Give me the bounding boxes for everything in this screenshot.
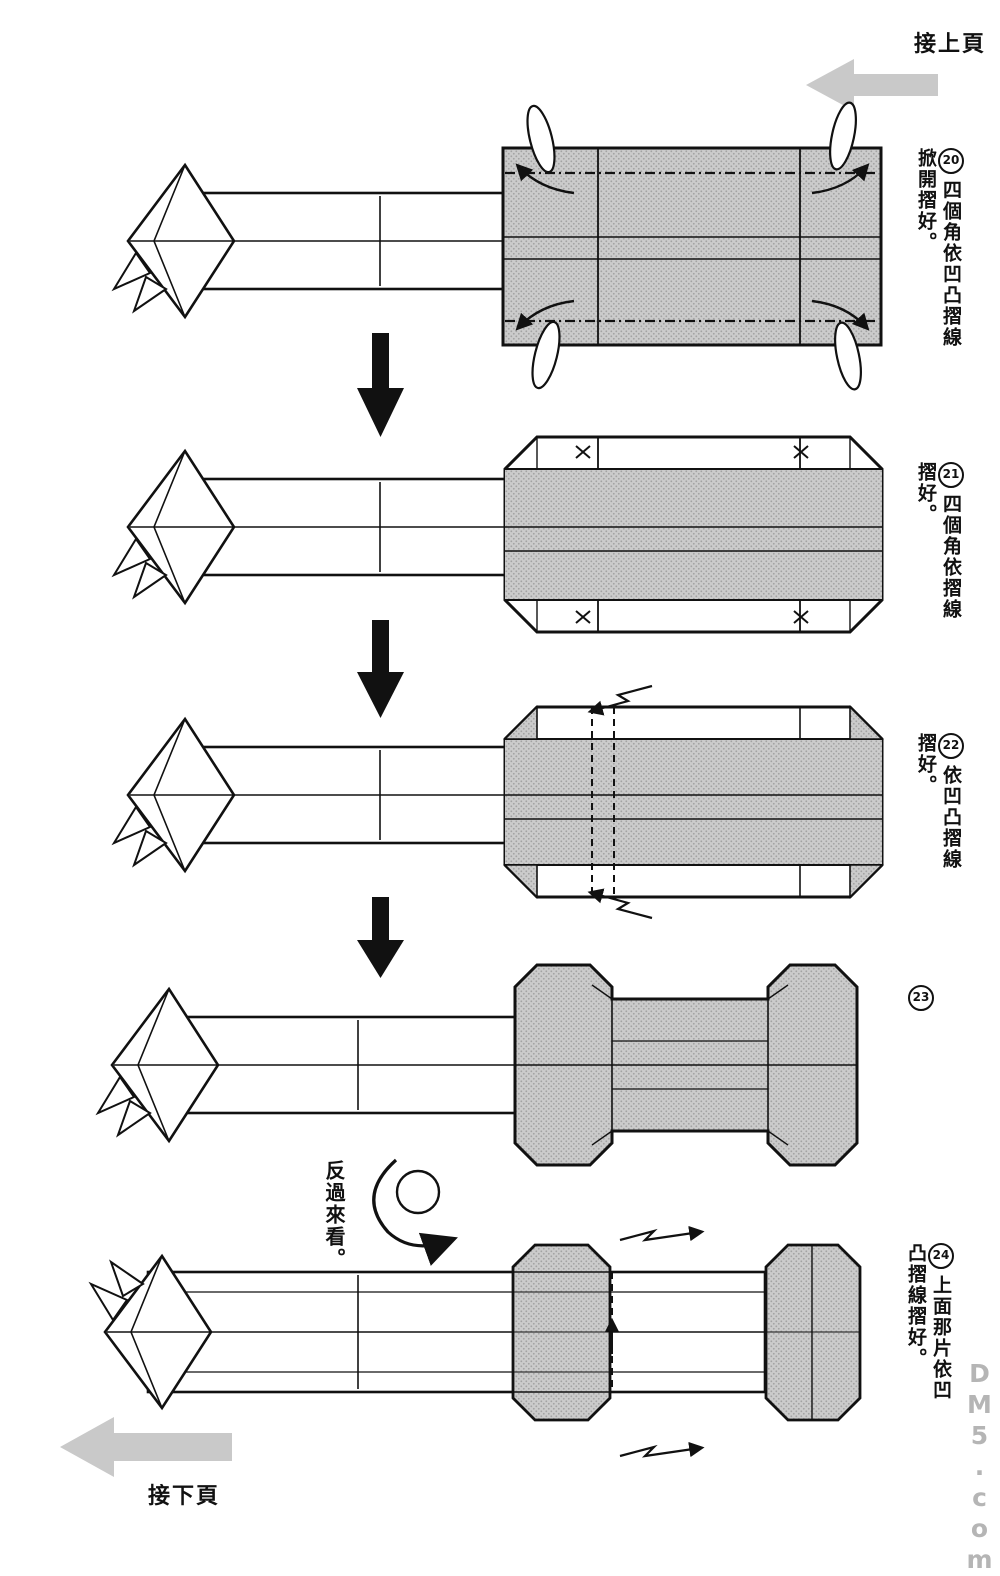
corner-flap xyxy=(834,321,862,391)
step-23-number-badge: 23 xyxy=(908,985,934,1011)
step-24-number-badge: 24 xyxy=(928,1243,954,1269)
fold-arrow-icon xyxy=(811,163,870,195)
corner-fold xyxy=(849,705,884,740)
step-24-instruction: 上面那片依凹凸摺線摺好。 xyxy=(905,1243,952,1401)
pleat-arrow-icon xyxy=(587,888,653,920)
step-22-label: 22依凹凸摺線摺好。 xyxy=(913,733,964,875)
corner-fold xyxy=(503,864,538,899)
step-22-diagram xyxy=(112,684,884,920)
step-20-diagram xyxy=(112,101,883,391)
corner-fold-mark xyxy=(575,445,809,624)
step-flow-arrow-icon xyxy=(357,620,404,718)
step-21-diagram xyxy=(112,435,884,634)
step-20-number-badge: 20 xyxy=(938,148,964,174)
bird-head xyxy=(112,449,236,605)
step-24-diagram xyxy=(89,1225,862,1458)
bird-head xyxy=(112,717,236,873)
corner-fold xyxy=(503,705,538,740)
step-21-label: 21四個角依摺線摺好。 xyxy=(913,462,964,624)
pleat-arrow-icon xyxy=(619,1225,705,1242)
turn-over-note: 反過來看。 xyxy=(322,1160,346,1270)
fold-arrow-icon xyxy=(515,163,575,195)
step-20-label: 20四個角依凹凸摺線掀開摺好。 xyxy=(913,148,964,364)
shaded-panel xyxy=(501,146,883,347)
prev-page-label: 接上頁 xyxy=(913,32,986,57)
step-21-instruction: 四個角依摺線摺好。 xyxy=(915,462,962,620)
pleat-arrow-icon xyxy=(587,684,653,716)
corner-flap xyxy=(526,104,556,174)
step-21-number-badge: 21 xyxy=(938,462,964,488)
prev-page-arrow-icon xyxy=(806,59,938,111)
step-24-label: 24上面那片依凹凸摺線摺好。 xyxy=(903,1243,954,1409)
step-flow-arrow-icon xyxy=(357,897,404,978)
corner-fold xyxy=(849,864,884,899)
turn-over-icon xyxy=(372,1158,458,1266)
step-20-instruction: 四個角依凹凸摺線掀開摺好。 xyxy=(915,148,962,348)
corner-flap xyxy=(829,101,857,171)
fold-arrow-icon xyxy=(811,299,870,331)
step-22-number-badge: 22 xyxy=(938,733,964,759)
step-23-diagram xyxy=(96,963,859,1167)
next-page-label: 接下頁 xyxy=(148,1484,221,1509)
step-flow-arrow-icon xyxy=(357,333,404,437)
next-page-arrow-icon xyxy=(60,1417,232,1477)
bird-head xyxy=(112,163,236,319)
bird-head xyxy=(96,987,220,1143)
pleat-arrow-icon xyxy=(619,1441,705,1458)
watermark: DM5.com xyxy=(965,1359,994,1576)
corner-flap xyxy=(531,320,561,390)
step-22-instruction: 依凹凸摺線摺好。 xyxy=(915,733,962,870)
step-23-label: 23 xyxy=(908,985,934,1029)
fold-arrow-icon xyxy=(515,299,575,331)
